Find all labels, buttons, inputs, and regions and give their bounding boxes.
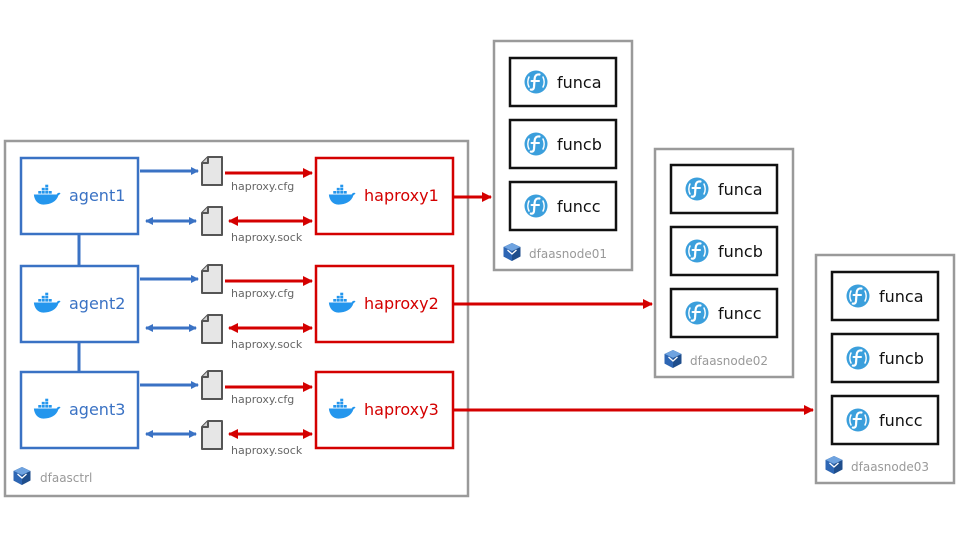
function-box[interactable]: funcb [669,225,779,277]
function-label: funca [557,73,602,92]
openfaas-icon [685,239,709,263]
function-label: funcb [718,242,763,261]
function-label: funcc [557,197,601,216]
haproxy-label: haproxy3 [364,400,439,419]
cfg-label: haproxy.cfg [231,393,294,406]
file-icon [201,314,223,344]
agent-label: agent1 [69,186,125,205]
file-icon [201,420,223,450]
openfaas-icon [846,284,870,308]
sock-label: haproxy.sock [231,444,303,457]
sock-label: haproxy.sock [231,338,303,351]
openfaas-icon [524,194,548,218]
function-box[interactable]: funca [669,163,779,215]
agent-box[interactable]: agent3 [19,370,140,450]
openfaas-icon [524,70,548,94]
openfaas-icon [846,346,870,370]
function-box[interactable]: funcb [508,118,618,170]
haproxy-box[interactable]: haproxy3 [314,370,455,450]
openfaas-icon [846,408,870,432]
function-box[interactable]: funca [508,56,618,108]
sock-label: haproxy.sock [231,231,303,244]
node-label: dfaasnode01 [529,247,607,261]
file-icon [201,156,223,186]
cfg-label: haproxy.cfg [231,180,294,193]
openfaas-icon [685,301,709,325]
file-icon [201,264,223,294]
node-vm: funca funcb funcc dfaasnode01 [492,39,634,272]
function-label: funca [879,287,924,306]
function-box[interactable]: funcb [830,332,940,384]
node-label: dfaasnode03 [851,460,929,474]
function-box[interactable]: funcc [508,180,618,232]
function-box[interactable]: funcc [830,394,940,446]
function-label: funcc [718,304,762,323]
haproxy-label: haproxy2 [364,294,439,313]
agent-label: agent2 [69,294,125,313]
haproxy-box[interactable]: haproxy1 [314,156,455,236]
controller-label: dfaasctrl [40,471,92,485]
function-label: funcb [557,135,602,154]
node-vm: funca funcb funcc dfaasnode02 [653,147,795,379]
agent-label: agent3 [69,400,125,419]
node-label: dfaasnode02 [690,354,768,368]
agent-box[interactable]: agent2 [19,264,140,344]
haproxy-box[interactable]: haproxy2 [314,264,455,344]
function-box[interactable]: funcc [669,287,779,339]
haproxy-label: haproxy1 [364,186,439,205]
openfaas-icon [685,177,709,201]
function-label: funcc [879,411,923,430]
file-icon [201,206,223,236]
agent-box[interactable]: agent1 [19,156,140,236]
function-label: funcb [879,349,924,368]
node-vm: funca funcb funcc dfaasnode03 [814,253,956,485]
cfg-label: haproxy.cfg [231,287,294,300]
openfaas-icon [524,132,548,156]
function-label: funca [718,180,763,199]
function-box[interactable]: funca [830,270,940,322]
file-icon [201,370,223,400]
